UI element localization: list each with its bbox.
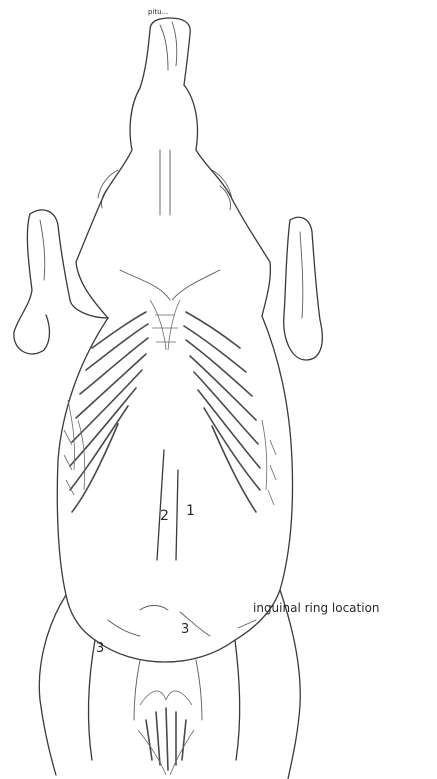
inguinal-ring-annotation: inguinal ring location — [253, 601, 380, 615]
mark-3-left: 3 — [96, 641, 104, 656]
mark-3-right: 3 — [181, 622, 189, 637]
top-label: pitu... — [148, 8, 168, 16]
sternum-region — [150, 300, 180, 350]
neck-outline — [98, 150, 232, 215]
incision-lines — [157, 450, 178, 560]
tail-tuft — [138, 691, 194, 775]
shoulder-outline — [76, 195, 270, 318]
incision-line-2 — [157, 450, 164, 560]
left-ribcage — [64, 312, 148, 512]
left-foreleg — [14, 210, 108, 354]
head-outline — [130, 18, 197, 150]
incision-label-1: 1 — [186, 503, 195, 519]
right-foreleg — [284, 217, 323, 360]
incision-line-1 — [176, 470, 178, 560]
incision-label-2: 2 — [160, 508, 169, 524]
right-ribcage — [184, 312, 276, 512]
hind-legs — [39, 590, 300, 779]
